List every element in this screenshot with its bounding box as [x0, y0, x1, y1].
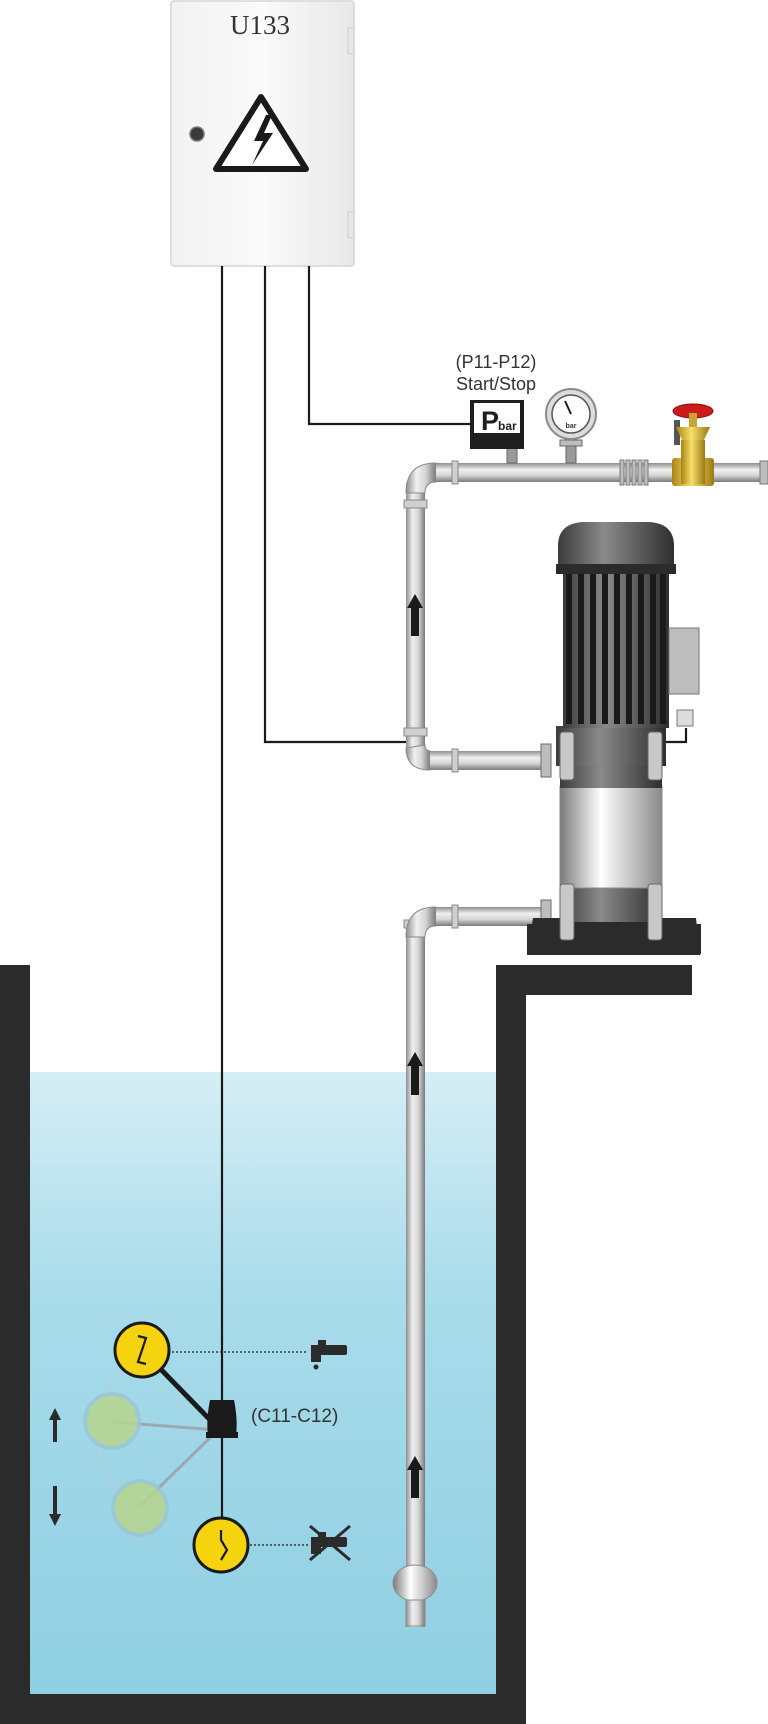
float-upper: [113, 1321, 171, 1379]
tank: [0, 965, 692, 1724]
pressure-switch-symbol: P: [481, 406, 499, 436]
float-switch: (C11-C12): [83, 1321, 338, 1574]
high-voltage-icon: [213, 94, 309, 172]
tap-on-icon: [311, 1340, 347, 1370]
float-ghost-upper: [83, 1392, 141, 1450]
gate-valve: [672, 403, 714, 486]
float-ghost-lower: [111, 1479, 169, 1537]
pressure-switch: P bar (P11-P12) Start/Stop: [456, 352, 537, 464]
control-box-label: U133: [230, 10, 290, 40]
control-box: U133: [170, 0, 355, 267]
suction-pipe: [392, 899, 552, 1627]
float-switch-label: (C11-C12): [251, 1406, 338, 1427]
arrow-down-icon: [49, 1486, 61, 1526]
tank-wall-right: [496, 965, 526, 1724]
tap-off-icon: [309, 1524, 351, 1562]
arrow-up-icon: [407, 1052, 423, 1095]
float-lower: [192, 1516, 250, 1574]
arrow-up-icon: [407, 1456, 423, 1498]
gauge-unit: bar: [566, 423, 577, 430]
pressure-gauge: bar: [545, 388, 597, 464]
terminal-box: [668, 627, 700, 695]
pressure-switch-label-2: Start/Stop: [456, 374, 536, 394]
pressure-switch-wire: [307, 266, 470, 426]
arrow-up-icon: [407, 594, 423, 636]
pump-ledge: [526, 965, 692, 995]
foot-valve: [392, 1564, 438, 1602]
arrow-up-icon: [49, 1408, 61, 1442]
pump: [527, 522, 701, 955]
pipe-coupling: [619, 459, 649, 486]
motor-wire: [263, 266, 412, 744]
tank-floor: [0, 1694, 526, 1724]
pressure-switch-symbol-sub: bar: [498, 419, 517, 433]
tank-wall-left: [0, 965, 30, 1724]
pressure-switch-label-1: (P11-P12): [456, 352, 537, 372]
water: [30, 1072, 496, 1694]
lock-icon: [189, 126, 205, 142]
